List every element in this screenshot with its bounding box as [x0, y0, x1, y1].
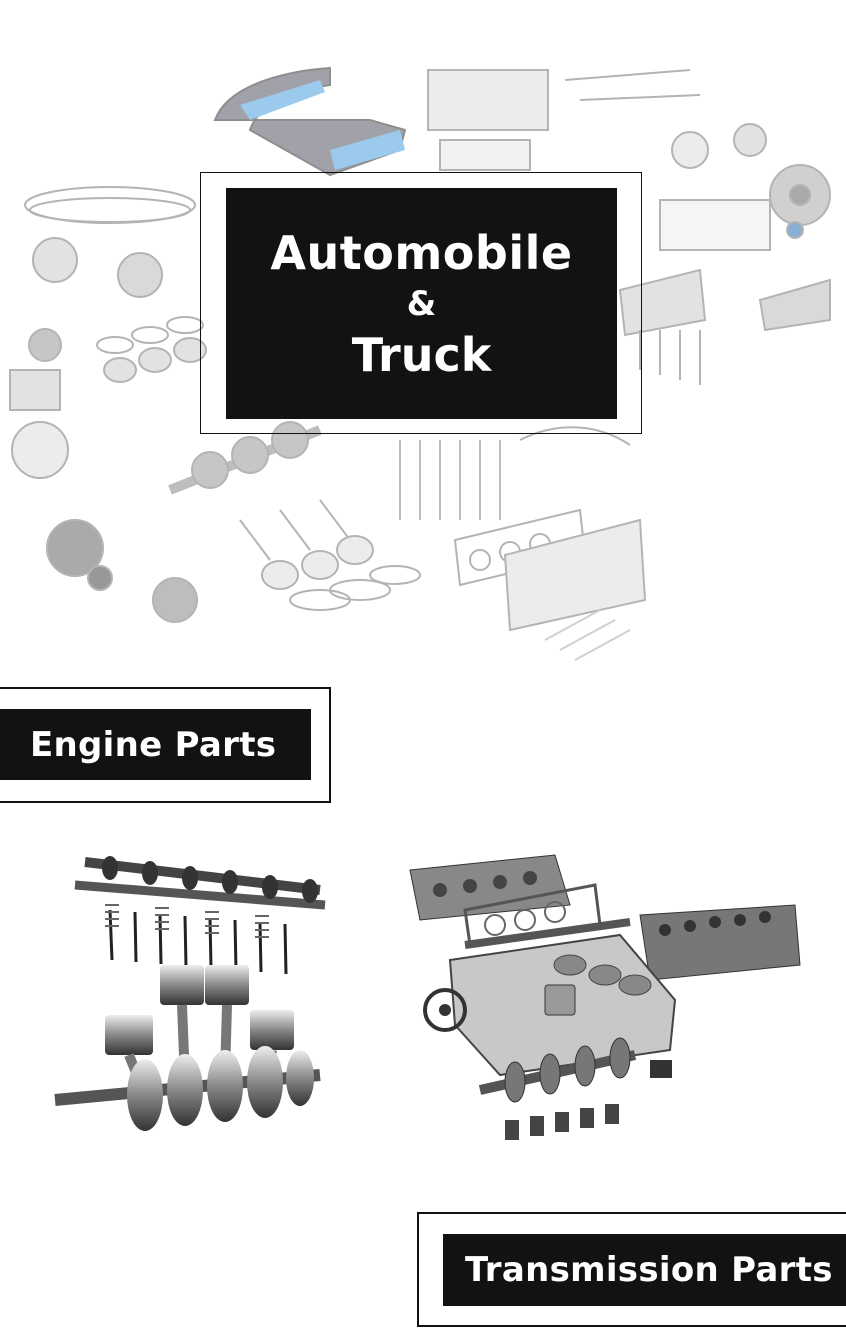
transmission-parts-label: Transmission Parts	[465, 1250, 833, 1290]
transmission-parts-outline	[417, 1212, 846, 1327]
engine-parts-outline	[0, 687, 331, 803]
hero-background-collage	[9, 66, 831, 661]
valvetrain-crankshaft-image[interactable]	[50, 850, 330, 1150]
engine-parts-label: Engine Parts	[30, 724, 277, 765]
engine-parts-link[interactable]: Engine Parts	[0, 709, 311, 780]
transmission-parts-link[interactable]: Transmission Parts	[443, 1234, 846, 1306]
hero-title-ampersand: &	[406, 283, 437, 324]
hero-title-box: Automobile & Truck	[226, 188, 617, 419]
hero-title-line-3: Truck	[351, 327, 492, 382]
hero-title-outline	[200, 172, 642, 434]
engine-block-exploded-image[interactable]	[405, 850, 805, 1155]
hero-title-line-1: Automobile	[270, 225, 573, 280]
